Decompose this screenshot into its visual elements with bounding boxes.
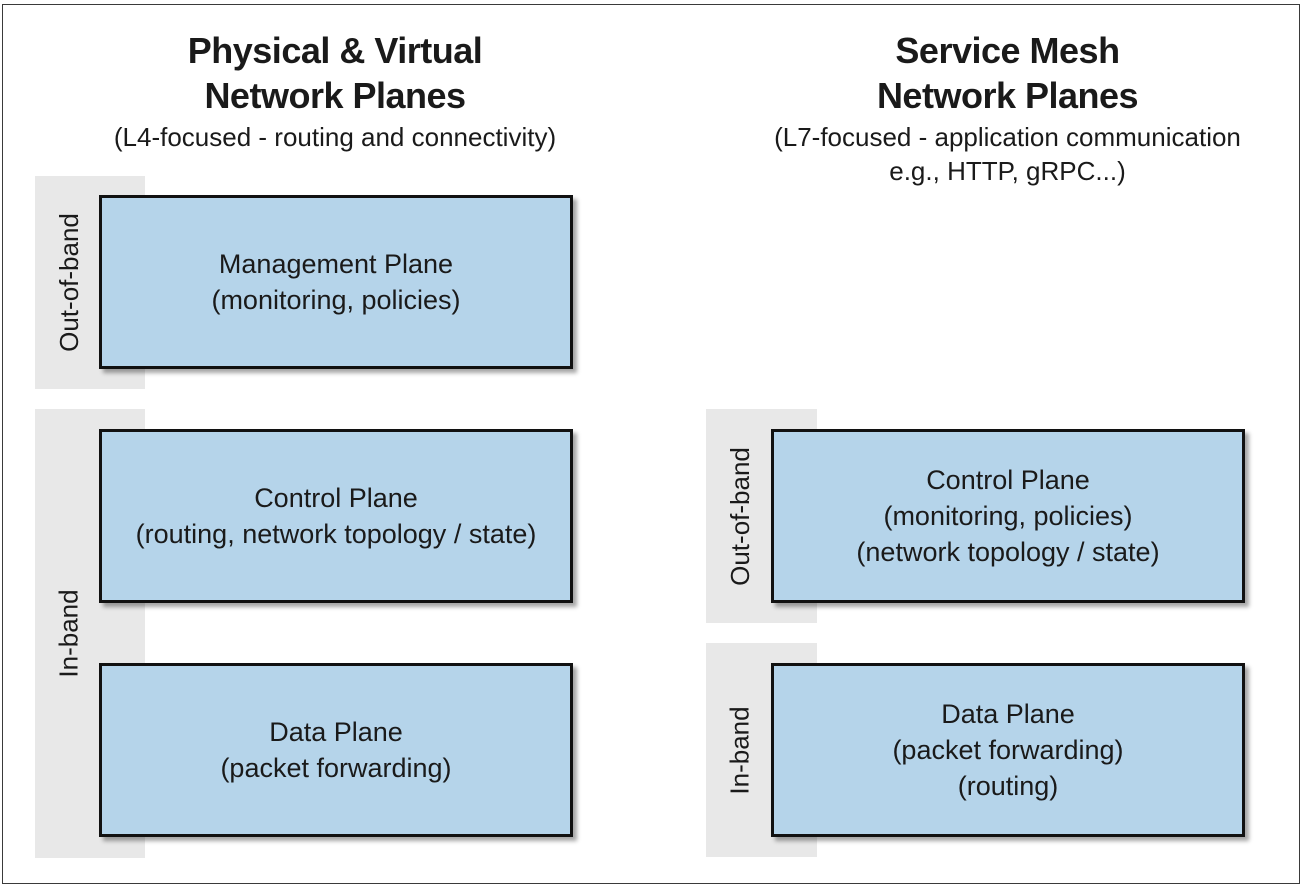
left-control-plane-desc: (routing, network topology / state) (135, 519, 537, 549)
left-control-plane-box: Control Plane (routing, network topology… (99, 429, 573, 603)
right-title-line2: Network Planes (876, 75, 1139, 116)
diagram-frame (2, 4, 1300, 884)
right-subtitle-line1: (L7-focused - application communication (774, 122, 1241, 152)
left-subtitle: (L4-focused - routing and connectivity) (113, 122, 557, 152)
right-in-band-text: In-band (724, 705, 755, 795)
left-in-band-text: In-band (53, 589, 84, 678)
left-title-line1: Physical & Virtual (187, 30, 483, 71)
right-control-plane-box: Control Plane (monitoring, policies) (ne… (771, 429, 1245, 603)
right-control-plane-desc-1: (monitoring, policies) (883, 501, 1133, 531)
right-data-plane-name: Data Plane (941, 699, 1075, 729)
left-data-plane-name: Data Plane (269, 717, 403, 747)
right-control-plane-name: Control Plane (926, 465, 1090, 495)
right-in-band-label: In-band (706, 643, 774, 857)
left-column-title: Physical & Virtual Network Planes (L4-fo… (60, 28, 610, 154)
left-in-band-label: In-band (35, 409, 103, 858)
left-out-of-band-label: Out-of-band (35, 176, 103, 389)
right-control-plane-desc-2: (network topology / state) (856, 537, 1160, 567)
right-title-line1: Service Mesh (895, 30, 1120, 71)
left-title-line2: Network Planes (204, 75, 466, 116)
right-out-of-band-label: Out-of-band (706, 409, 774, 623)
left-data-plane-box: Data Plane (packet forwarding) (99, 663, 573, 837)
right-data-plane-desc-2: (routing) (957, 771, 1059, 801)
left-management-plane-name: Management Plane (218, 249, 454, 279)
right-subtitle-line2: e.g., HTTP, gRPC...) (889, 156, 1126, 186)
left-management-plane-desc: (monitoring, policies) (211, 285, 461, 315)
right-out-of-band-text: Out-of-band (724, 446, 755, 586)
left-out-of-band-text: Out-of-band (53, 213, 84, 352)
right-data-plane-desc-1: (packet forwarding) (892, 735, 1124, 765)
left-data-plane-desc: (packet forwarding) (220, 753, 452, 783)
right-column-title: Service Mesh Network Planes (L7-focused … (740, 28, 1275, 188)
left-management-plane-box: Management Plane (monitoring, policies) (99, 195, 573, 369)
left-control-plane-name: Control Plane (254, 483, 418, 513)
right-data-plane-box: Data Plane (packet forwarding) (routing) (771, 663, 1245, 837)
